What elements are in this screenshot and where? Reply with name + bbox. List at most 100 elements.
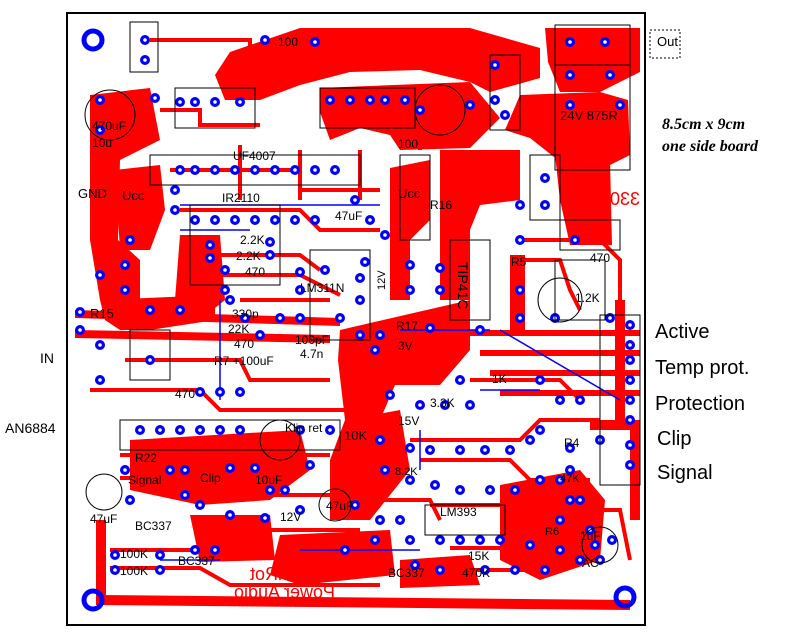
pad-hole (503, 113, 507, 117)
pad-hole (98, 128, 102, 132)
pad-hole (458, 488, 462, 492)
pad-hole (123, 468, 127, 472)
pad-hole (168, 468, 172, 472)
pad-hole (143, 58, 147, 62)
pad-hole (443, 403, 447, 407)
pad-hole (568, 498, 572, 502)
label-470-c: 470 (175, 387, 195, 401)
pad-hole (283, 488, 287, 492)
pad-hole (113, 553, 117, 557)
pad-hole (148, 308, 152, 312)
pad-hole (298, 428, 302, 432)
output-signal-label: Signal (657, 462, 713, 484)
pad-hole (158, 428, 162, 432)
pad-hole (403, 98, 407, 102)
label-bc337-c: BC337 (388, 566, 425, 580)
label-470-a: 470 (245, 265, 265, 279)
pad-hole (610, 538, 614, 542)
label-100k-b: 100K (120, 564, 148, 578)
label-freq: 330KHz (576, 189, 640, 209)
chip-label: AN6884 (5, 420, 56, 436)
label-12v: 12V (376, 270, 388, 290)
pad-hole (538, 378, 542, 382)
label-22k-right: 470 (590, 251, 610, 265)
label-ir2110: IR2110 (222, 191, 260, 205)
pad-hole (383, 468, 387, 472)
label-lm393: LM393 (440, 505, 477, 519)
pad-hole (558, 548, 562, 552)
pad-hole (518, 316, 522, 320)
label-47uf-a: 47uF (90, 512, 117, 526)
label-33k: 3.3K (430, 396, 455, 410)
pad-hole (158, 568, 162, 572)
label-r6: R6 (545, 526, 559, 538)
pad-hole (323, 268, 327, 272)
pad-hole (628, 443, 632, 447)
pad-hole (578, 398, 582, 402)
pad-hole (488, 488, 492, 492)
pad-hole (513, 488, 517, 492)
pad-hole (198, 503, 202, 507)
pad-hole (438, 568, 442, 572)
pad-hole (193, 100, 197, 104)
pad-hole (263, 38, 267, 42)
label-lm311: LM311N (300, 281, 344, 295)
pad-hole (628, 398, 632, 402)
pad-hole (228, 466, 232, 470)
pad-hole (603, 40, 607, 44)
label-r17: R17 (396, 319, 418, 333)
pad-hole (198, 390, 202, 394)
pad-hole (628, 358, 632, 362)
pad-hole (433, 483, 437, 487)
pad-hole (568, 73, 572, 77)
pad-hole (558, 398, 562, 402)
pad-hole (618, 103, 622, 107)
pad-hole (253, 466, 257, 470)
pad-hole (368, 218, 372, 222)
pad-hole (333, 168, 337, 172)
pad-hole (598, 558, 602, 562)
pad-hole (568, 446, 572, 450)
pad-hole (358, 333, 362, 337)
pad-hole (528, 543, 532, 547)
pad-hole (263, 516, 267, 520)
label-22k-b: 2.2K (236, 249, 261, 263)
pad-hole (398, 518, 402, 522)
output-clip-label: Clip (657, 428, 692, 450)
label-brand-2: Power Audio (234, 582, 335, 602)
pad-hole (253, 218, 257, 222)
pad-hole (238, 390, 242, 394)
pad-hole (543, 176, 547, 180)
label-47n: 4.7n (300, 347, 323, 361)
pad-hole (428, 448, 432, 452)
pad-hole (353, 198, 357, 202)
pad-hole (143, 38, 147, 42)
pad-hole (98, 378, 102, 382)
pad-hole (328, 428, 332, 432)
label-12v-b: 12V (280, 510, 301, 524)
board-outline (66, 12, 646, 626)
pad-hole (353, 503, 357, 507)
pad-hole (608, 316, 612, 320)
output-active-label: Active (655, 321, 710, 343)
pad-hole (128, 498, 132, 502)
pad-hole (383, 98, 387, 102)
pad-hole (388, 393, 392, 397)
label-15v: 15V (398, 414, 419, 428)
pad-hole (438, 288, 442, 292)
label-1k: 1K (492, 372, 507, 386)
label-100-top: 100 (278, 35, 298, 49)
label-12k: 1.2K (575, 291, 600, 305)
pad-hole (273, 168, 277, 172)
pad-hole (408, 288, 412, 292)
pad-hole (273, 218, 277, 222)
label-clip-ret: Klip ret (285, 421, 323, 435)
pad-hole (558, 518, 562, 522)
mounting-holes (81, 28, 637, 612)
pad-hole (373, 348, 377, 352)
label-22k-a: 2.2K (240, 233, 265, 247)
pad-hole (373, 538, 377, 542)
label-47uf-c: 47uF (335, 209, 362, 223)
label-15k: 15K (468, 549, 489, 563)
pad-hole (123, 288, 127, 292)
